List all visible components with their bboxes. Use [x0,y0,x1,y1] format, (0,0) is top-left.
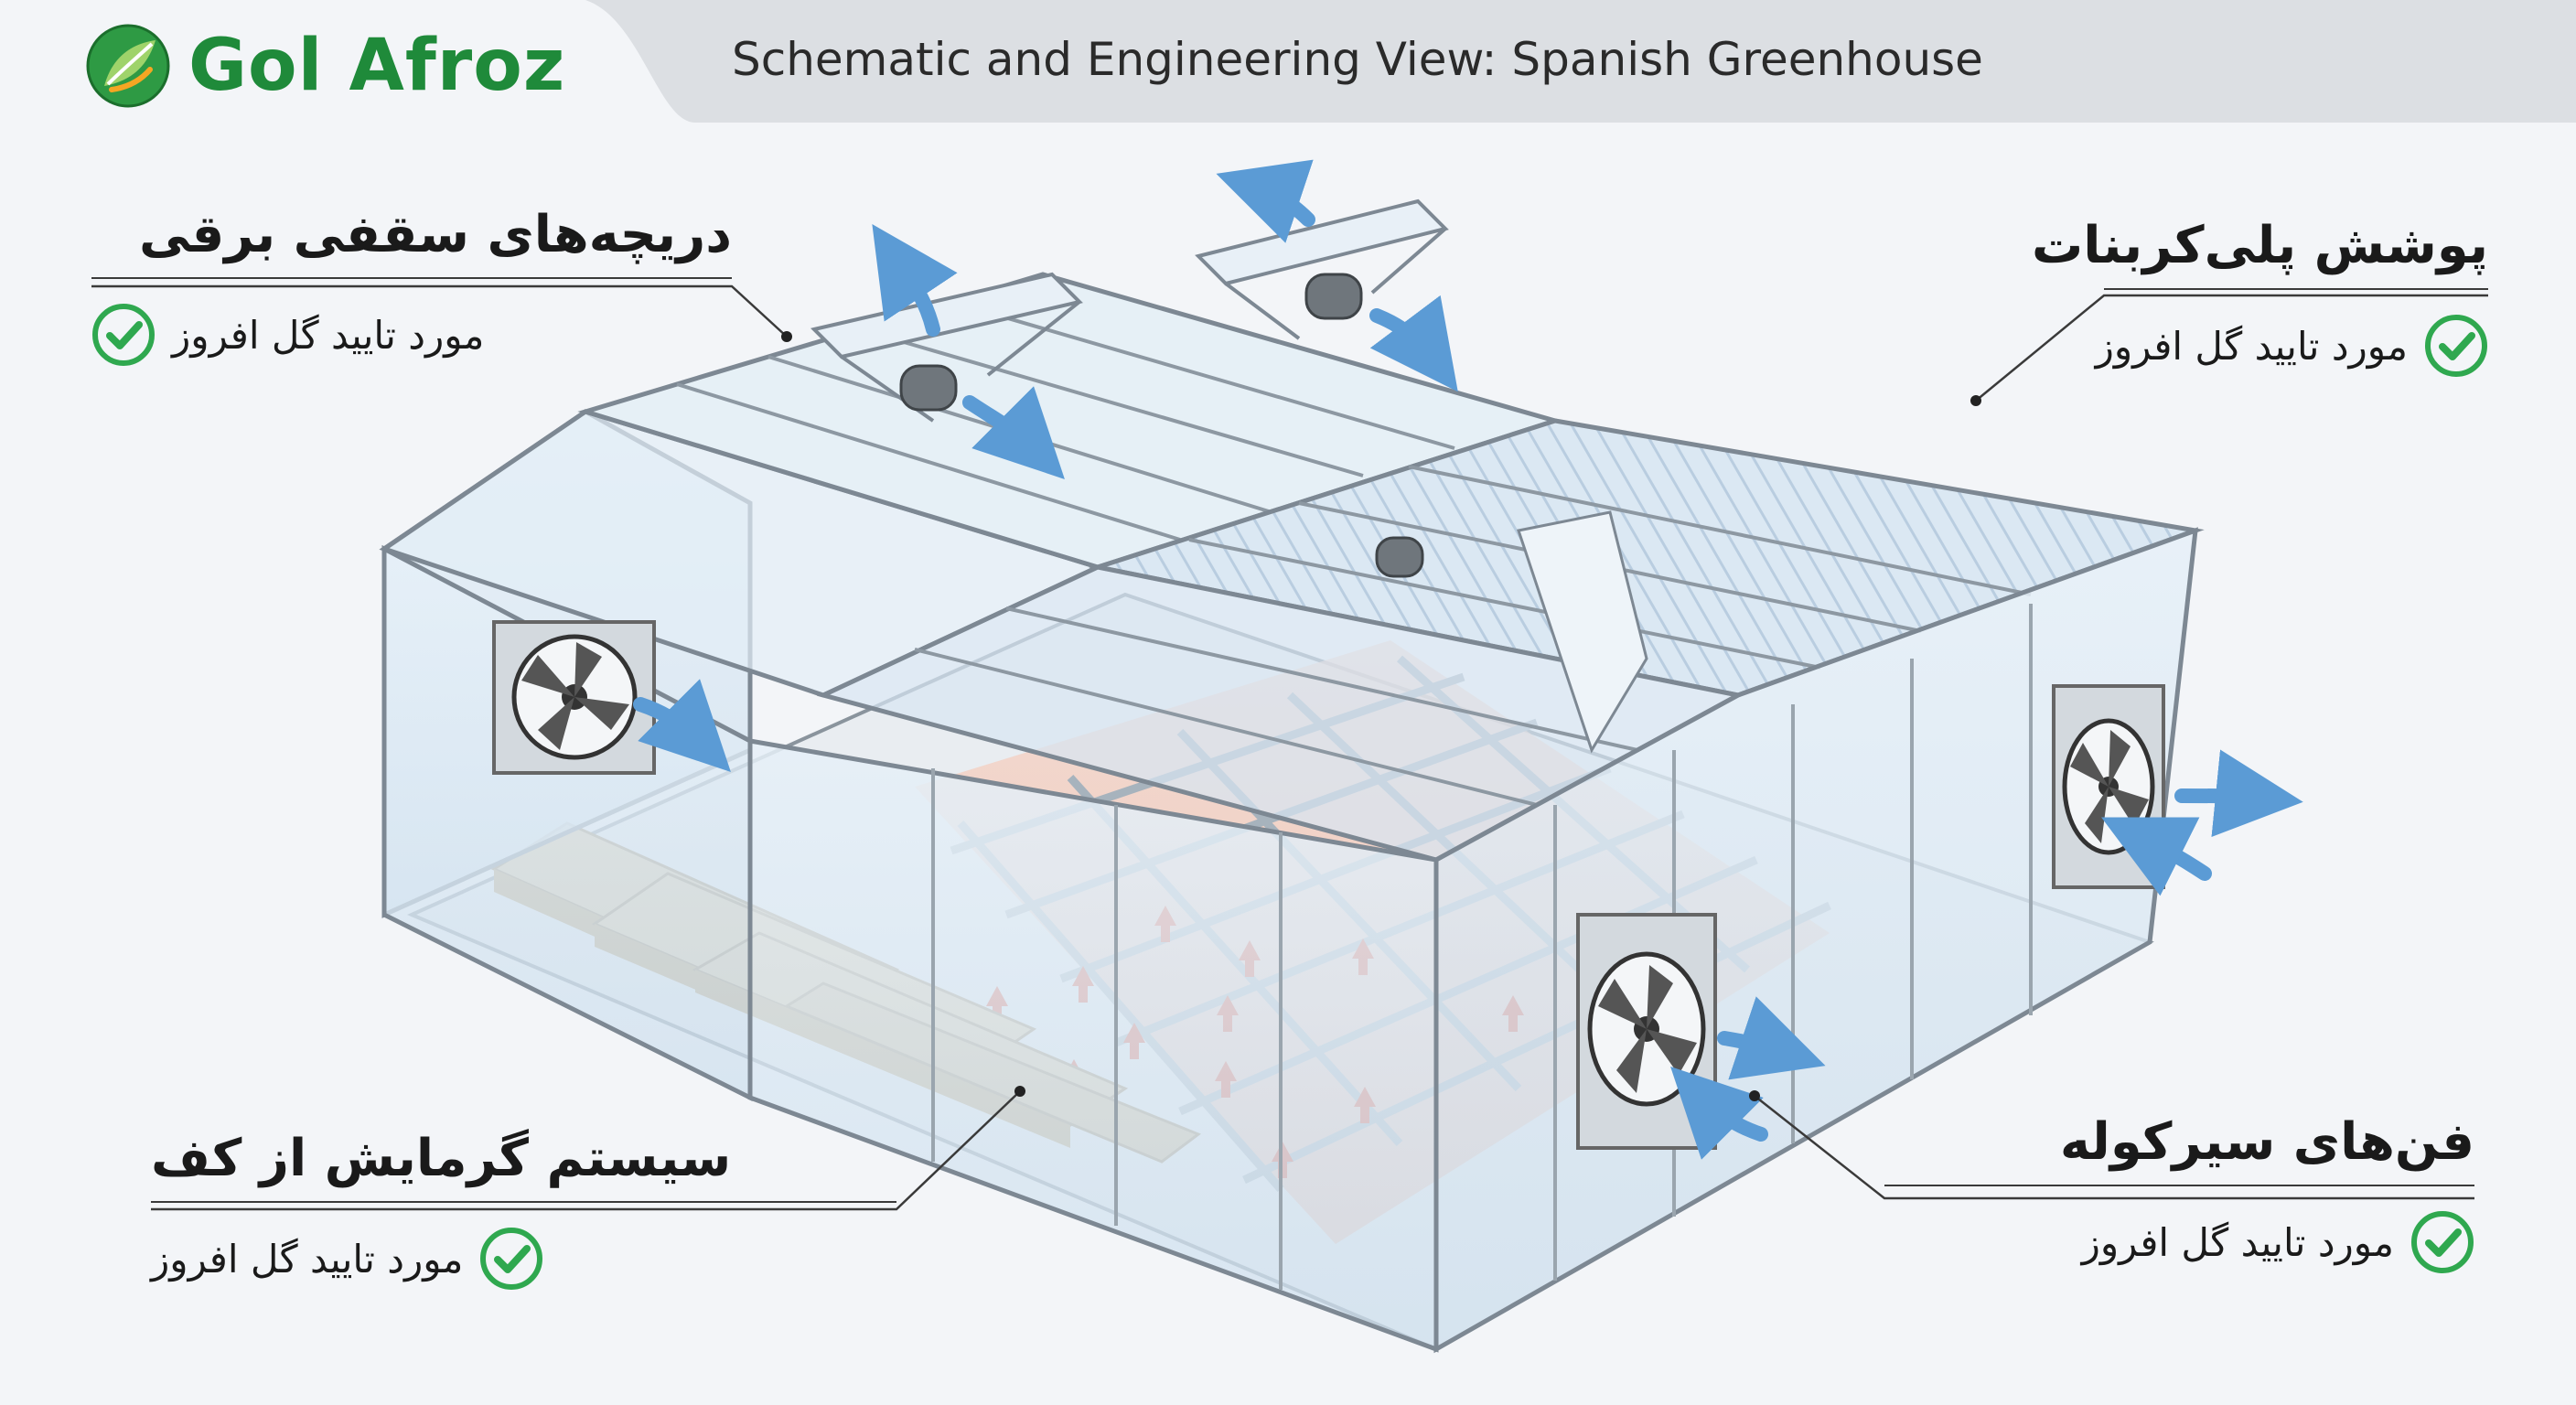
brand-name: Gol Afroz [188,25,566,107]
approval-status: مورد تایید گل افروز [91,303,732,367]
approval-status: مورد تایید گل افروز [151,1227,896,1291]
airflow-arrow-icon [633,159,2303,1160]
brand-logo[interactable]: Gol Afroz [84,22,565,110]
check-circle-icon [2425,315,2487,377]
fan-icon [2052,684,2165,889]
approval-text: مورد تایید گل افروز [2081,1219,2394,1265]
callout-roof-vents: دریچه‌های سقفی برقی مورد تایید گل افروز [91,205,732,367]
leaf-logo-icon [86,24,170,108]
check-circle-icon [92,304,155,366]
front-long-wall [747,738,1439,1353]
approval-text: مورد تایید گل افروز [2095,323,2408,369]
roof-vent-right [1195,198,1449,340]
page-title: Schematic and Engineering View: Spanish … [732,33,1983,86]
callout-polycarbonate: پوشش پلی‌کربنات مورد تایید گل افروز [2032,216,2488,378]
callout-divider [1884,1185,2474,1186]
callout-floor-heating: سیستم گرمایش از کف مورد تایید گل افروز [151,1129,896,1291]
callout-title: سیستم گرمایش از کف [151,1129,732,1188]
approval-text: مورد تایید گل افروز [151,1236,464,1282]
peeled-panel [1517,510,1648,754]
check-circle-icon [480,1228,543,1290]
callout-divider [151,1201,896,1203]
callout-divider [91,277,732,279]
callout-leaders [91,284,2488,1211]
callout-circulation-fans: فن‌های سیرکوله مورد تایید گل افروز [1884,1112,2474,1274]
callout-title: دریچه‌های سقفی برقی [138,205,732,264]
approval-status: مورد تایید گل افروز [1884,1210,2474,1274]
callout-divider [2104,288,2488,290]
vent-motor-icon [899,273,1424,578]
check-circle-icon [2411,1211,2474,1273]
fan-icon [1576,913,1717,1150]
callout-title: پوشش پلی‌کربنات [2032,216,2488,275]
approval-text: مورد تایید گل افروز [172,312,485,358]
callout-title: فن‌های سیرکوله [2059,1112,2474,1172]
approval-status: مورد تایید گل افروز [2096,314,2488,378]
fan-icon [492,620,656,775]
header-bar [0,0,2576,123]
